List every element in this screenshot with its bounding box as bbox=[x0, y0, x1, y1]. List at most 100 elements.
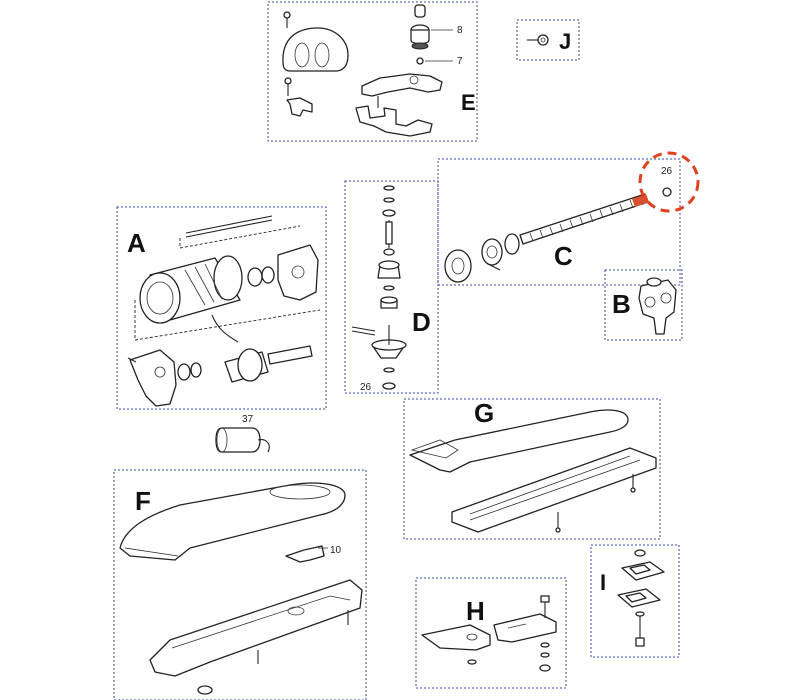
section-b-box bbox=[604, 269, 683, 341]
section-c-box bbox=[437, 158, 681, 286]
capacitor-label-37: 37 bbox=[242, 414, 254, 425]
e-screw-1-head bbox=[283, 11, 291, 19]
section-label-c: C bbox=[554, 241, 573, 271]
b-bushing bbox=[646, 277, 662, 287]
e-label-8: 8 bbox=[457, 25, 463, 36]
c-gear-2 bbox=[481, 238, 503, 266]
b-hole-1 bbox=[644, 296, 656, 308]
c-screw-end-highlight bbox=[632, 194, 649, 207]
a-motor-wire bbox=[211, 314, 239, 343]
h-washer-right-2 bbox=[540, 652, 550, 658]
c-gear-3 bbox=[504, 233, 520, 255]
section-b: B bbox=[604, 269, 683, 341]
section-h: H bbox=[415, 577, 567, 689]
e-label-7: 7 bbox=[457, 56, 463, 67]
j-key-hole bbox=[540, 37, 546, 43]
section-d-box bbox=[344, 180, 439, 394]
section-h-box bbox=[415, 577, 567, 689]
highlight-circle bbox=[638, 151, 700, 213]
d-washer-3 bbox=[382, 209, 396, 217]
section-a-box bbox=[116, 206, 327, 410]
d-washer-1 bbox=[383, 185, 395, 191]
e-bracket-left bbox=[286, 97, 313, 117]
section-j: J bbox=[516, 19, 580, 61]
section-label-j: J bbox=[559, 29, 571, 54]
a-front-bracket bbox=[129, 349, 177, 407]
j-key-head bbox=[537, 34, 549, 46]
e-washer-7 bbox=[416, 57, 424, 65]
d-washer-6 bbox=[383, 367, 395, 373]
c-label-26: 26 bbox=[661, 166, 673, 177]
section-j-box bbox=[516, 19, 580, 61]
capacitor-body bbox=[215, 427, 261, 453]
c-threaded-screw bbox=[519, 193, 649, 245]
a-shaft-bearing-2 bbox=[190, 362, 202, 378]
d-washer-5 bbox=[383, 285, 395, 291]
e-release-lever bbox=[361, 73, 443, 97]
section-label-d: D bbox=[412, 307, 431, 337]
capacitor-37: 37 bbox=[215, 414, 270, 453]
section-c: 26 C bbox=[437, 158, 681, 286]
a-washer bbox=[261, 266, 275, 284]
section-g: G bbox=[403, 398, 661, 540]
f-bracket-10 bbox=[285, 545, 325, 563]
e-knob-ring bbox=[411, 42, 429, 50]
c-pin bbox=[487, 263, 501, 271]
section-f-box bbox=[113, 469, 367, 700]
h-arm-left bbox=[421, 624, 491, 651]
a-rod-guide bbox=[179, 225, 301, 249]
c-washer-26 bbox=[662, 187, 672, 197]
section-i-box bbox=[590, 544, 680, 658]
section-label-g: G bbox=[474, 398, 494, 428]
section-label-f: F bbox=[135, 486, 151, 516]
section-f: F 10 bbox=[113, 469, 367, 700]
d-washer-4 bbox=[383, 248, 395, 256]
d-washer-26 bbox=[382, 382, 396, 390]
a-motor-rear-flange bbox=[213, 255, 243, 301]
section-g-box bbox=[403, 398, 661, 540]
a-shaft-bearing-1 bbox=[177, 363, 191, 381]
h-arm-right bbox=[493, 613, 557, 643]
b-hole-2 bbox=[660, 292, 672, 304]
a-output-shaft bbox=[267, 345, 313, 365]
e-lower-lever bbox=[355, 105, 433, 137]
c-gear-1 bbox=[444, 249, 472, 283]
a-bearing bbox=[247, 267, 263, 287]
a-assembly-guide bbox=[134, 300, 321, 341]
a-tie-rod bbox=[185, 215, 273, 234]
h-washer-left bbox=[467, 659, 477, 665]
section-label-b: B bbox=[612, 289, 631, 319]
a-motor-front-ring bbox=[146, 281, 174, 315]
capacitor-wire bbox=[257, 439, 270, 453]
section-label-e: E bbox=[461, 90, 476, 115]
section-e-box bbox=[267, 1, 478, 142]
section-label-i: I bbox=[600, 570, 606, 595]
a-bracket-hole bbox=[291, 265, 305, 279]
e-knob-body bbox=[410, 29, 430, 45]
i-nut-top bbox=[634, 549, 646, 557]
e-screw-2-head bbox=[284, 77, 292, 85]
section-i: I bbox=[590, 544, 680, 658]
section-label-a: A bbox=[127, 228, 146, 258]
e-cover-slot-2 bbox=[314, 42, 330, 68]
section-a: A bbox=[116, 206, 327, 410]
e-lever-hole bbox=[409, 75, 419, 85]
a-rear-bracket bbox=[277, 244, 319, 301]
f-base-plate bbox=[149, 579, 363, 677]
b-clevis-block bbox=[638, 279, 677, 335]
h-nut bbox=[539, 664, 551, 672]
f-top-shell bbox=[119, 482, 346, 561]
h-washer-right-1 bbox=[540, 642, 550, 648]
a-motor-front-flange bbox=[139, 272, 181, 324]
e-key-knob bbox=[414, 4, 426, 18]
section-e: 8 7 E bbox=[267, 1, 478, 142]
section-label-h: H bbox=[466, 596, 485, 626]
d-label-26: 26 bbox=[360, 382, 372, 393]
a-rotor-end bbox=[237, 348, 263, 382]
f-bottom-bushing bbox=[197, 685, 213, 695]
e-cover-slot-1 bbox=[294, 42, 310, 68]
g-cover-end bbox=[410, 439, 459, 459]
d-pin bbox=[351, 326, 376, 332]
d-washer-2 bbox=[383, 197, 395, 203]
